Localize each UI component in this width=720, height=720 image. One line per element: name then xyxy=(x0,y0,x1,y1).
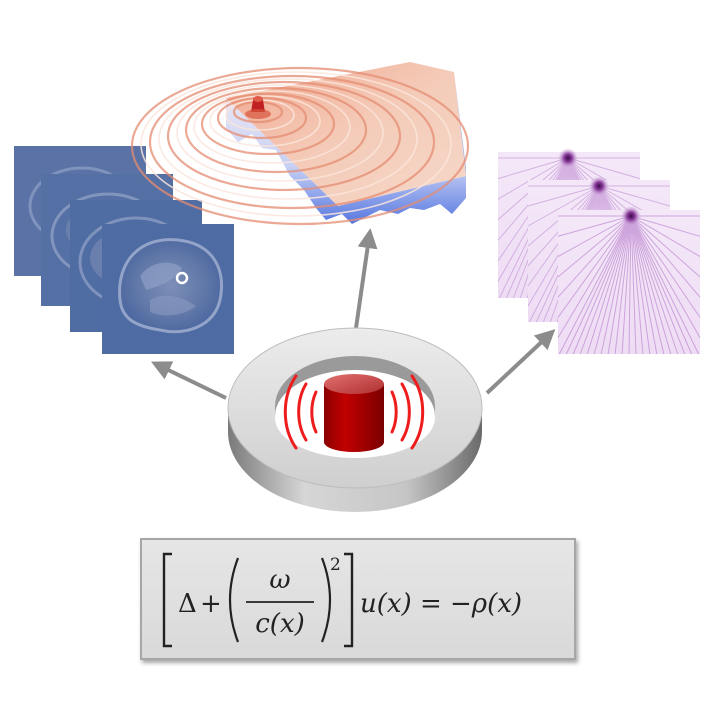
ray-line xyxy=(630,215,679,355)
ct-target-marker xyxy=(175,271,189,285)
ray-line xyxy=(630,215,644,355)
ray-line xyxy=(630,215,637,355)
right-bracket xyxy=(344,552,354,648)
ray-line xyxy=(628,215,632,355)
wavefield-peak xyxy=(245,96,271,119)
helmholtz-equation-box: Δ + ω c(x) 2 u(x) = −ρ(x) xyxy=(140,538,576,660)
ray-line xyxy=(527,185,600,227)
wavefield-surface xyxy=(130,62,470,226)
ray-line xyxy=(593,215,632,355)
ray-line xyxy=(497,157,569,180)
ray-line xyxy=(557,215,632,278)
helmholtz-equation: Δ + ω c(x) 2 u(x) = −ρ(x) xyxy=(162,552,522,648)
arrow-to-wavefield xyxy=(354,228,378,329)
acoustic-source xyxy=(283,374,425,452)
arrows xyxy=(151,228,556,400)
ray-line xyxy=(630,215,701,318)
ray-line xyxy=(630,215,693,355)
plus-sign: + xyxy=(200,589,222,619)
ray-line xyxy=(598,185,671,207)
left-bracket xyxy=(162,552,172,648)
equation-rhs: u(x) = −ρ(x) xyxy=(360,589,522,619)
ray-line xyxy=(630,215,700,355)
ray-slice-stack xyxy=(497,148,701,355)
ray-line xyxy=(630,215,658,355)
ct-slice-front xyxy=(102,224,234,354)
ray-line xyxy=(557,215,632,298)
ray-line xyxy=(630,215,686,355)
ray-line xyxy=(600,215,632,355)
ray-line xyxy=(614,215,632,355)
ray-line xyxy=(630,215,651,355)
ray-line xyxy=(586,215,632,355)
ray-line xyxy=(497,157,569,200)
ray-line xyxy=(630,215,665,355)
ray-line xyxy=(630,215,701,237)
ray-line xyxy=(630,215,701,278)
left-paren xyxy=(228,557,240,643)
ray-line xyxy=(557,215,632,237)
wave-emission-lines xyxy=(283,374,425,450)
arrow-to-ct xyxy=(151,361,227,400)
ct-slice-stack xyxy=(14,146,234,354)
ray-line xyxy=(567,157,641,180)
arrow-to-rays xyxy=(485,329,556,395)
ray-line xyxy=(557,215,632,258)
transducer-cylinder xyxy=(324,374,384,452)
ray-line xyxy=(557,215,632,318)
ray-line xyxy=(630,215,672,355)
ray-line xyxy=(630,215,701,339)
right-paren xyxy=(320,557,332,643)
ray-line xyxy=(572,215,632,355)
exponent: 2 xyxy=(330,555,341,575)
ray-line xyxy=(630,215,701,298)
ray-line xyxy=(579,215,632,355)
ray-line xyxy=(565,215,632,355)
delta-symbol: Δ xyxy=(178,589,197,619)
ray-slice-front xyxy=(557,206,701,355)
ray-line xyxy=(621,215,632,355)
ray-line xyxy=(558,215,632,355)
ray-line xyxy=(527,185,600,207)
fraction-numerator: ω xyxy=(269,565,290,595)
fraction-denominator: c(x) xyxy=(255,609,305,639)
ray-line xyxy=(630,215,701,258)
ray-line xyxy=(557,215,632,339)
ray-line xyxy=(607,215,632,355)
